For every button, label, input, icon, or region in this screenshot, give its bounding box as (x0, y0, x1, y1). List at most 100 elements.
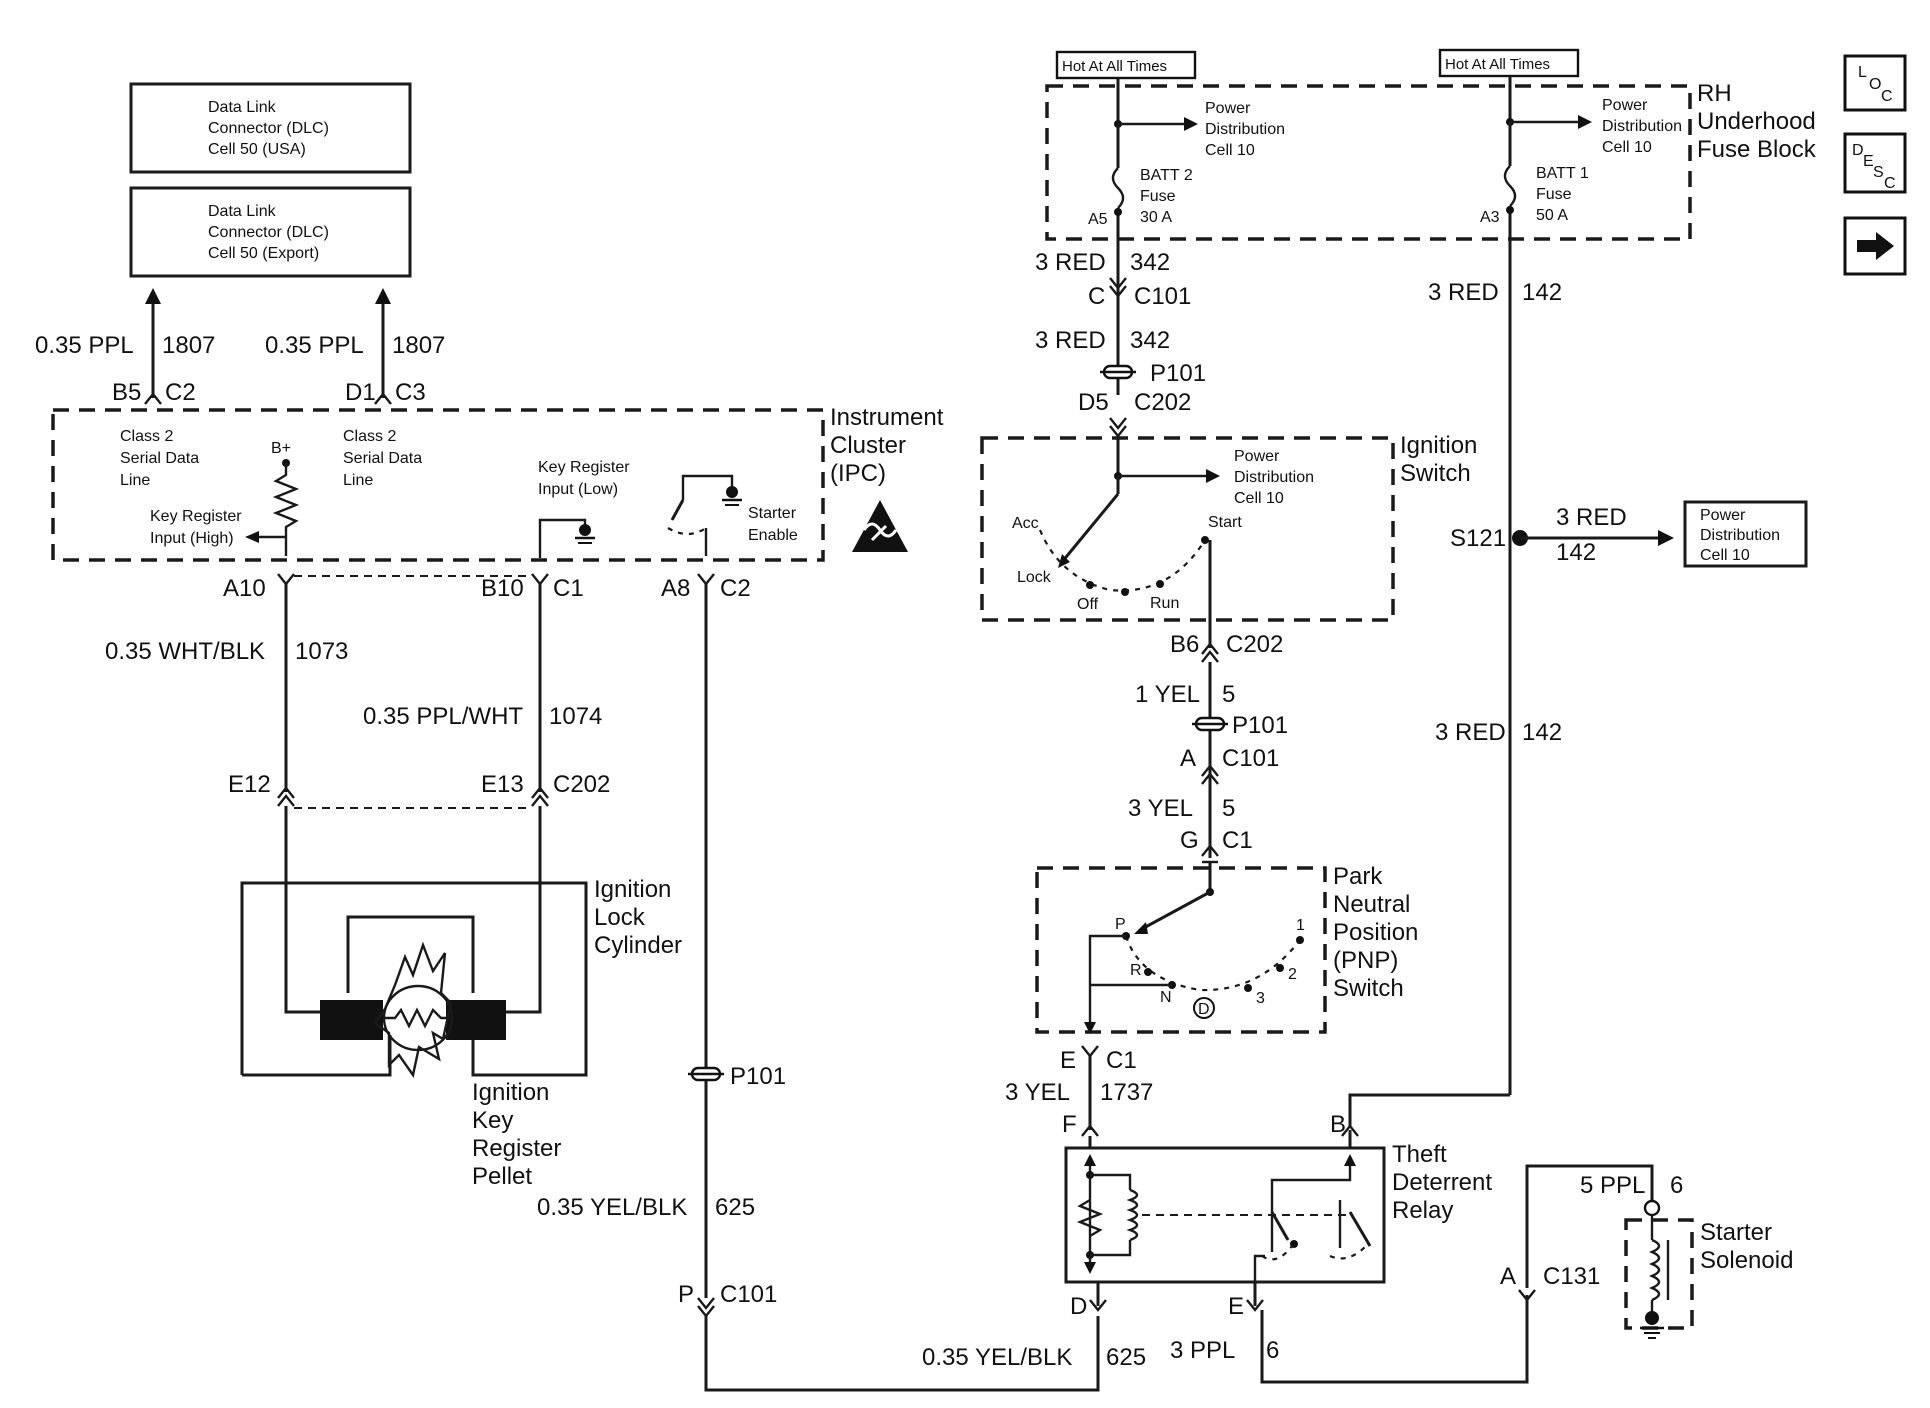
pnp-switch-arc (1124, 935, 1301, 992)
svg-text:Input (High): Input (High) (150, 530, 234, 547)
loc-button[interactable]: L O C (1843, 54, 1907, 112)
relay-out-e (1253, 1254, 1265, 1282)
relay-contact-icon (1270, 1211, 1290, 1241)
wire-342-num-a: 342 (1130, 249, 1170, 276)
pin-a-c131: A (1500, 1263, 1516, 1290)
arrow-up-icon (375, 288, 391, 304)
svg-text:Serial Data: Serial Data (343, 450, 422, 467)
junction-dot (1506, 206, 1514, 214)
svg-text:Key Register: Key Register (150, 508, 242, 525)
svg-text:Input (Low): Input (Low) (538, 481, 618, 498)
arrow-up-icon (1084, 1154, 1096, 1166)
dlc-usa-line2: Connector (DLC) (208, 120, 329, 137)
wire-1073-size: 0.35 WHT/BLK (105, 638, 265, 665)
hot-at-all-times-badge-left: Hot At All Times (1055, 50, 1197, 80)
pnp-switch-boundary (1035, 866, 1327, 1034)
fuse-block-label: RH Underhood Fuse Block (1697, 80, 1817, 163)
conn-c1-pnp: C1 (1222, 827, 1253, 854)
ignition-pellet-label: Ignition Key Register Pellet (472, 1079, 561, 1190)
batt2-fuse-label: BATT 2 Fuse 30 A (1140, 167, 1193, 226)
pnp-pos-3: 3 (1256, 990, 1265, 1007)
svg-text:Neutral: Neutral (1333, 891, 1410, 918)
wire-625-bottom (704, 1316, 1100, 1392)
conn-c101-left: C101 (720, 1281, 777, 1308)
switch-position-dot (1086, 581, 1094, 589)
pin-a: A (1180, 745, 1196, 772)
wire-5-size-b: 3 YEL (1128, 795, 1193, 822)
connector-chevron-icon (1201, 844, 1219, 857)
conn-c2-top: C2 (165, 379, 196, 406)
pos-start: Start (1208, 514, 1242, 531)
splice-pack-icon (1100, 364, 1136, 380)
power-dist-label-a: Power Distribution Cell 10 (1205, 100, 1285, 159)
connector-chevron-icon (1201, 650, 1219, 663)
wire-625-size: 0.35 YEL/BLK (537, 1194, 687, 1221)
svg-text:30 A: 30 A (1140, 209, 1172, 226)
wire-625-bottom-num: 625 (1106, 1344, 1146, 1371)
dlc-usa-box: Data Link Connector (DLC) Cell 50 (USA) (129, 82, 412, 174)
dlc-export-line2: Connector (DLC) (208, 224, 329, 241)
connector-chevron-icon (144, 392, 162, 405)
next-page-button[interactable] (1843, 216, 1907, 276)
starter-solenoid-label: Starter Solenoid (1700, 1219, 1793, 1274)
svg-text:Hot At All Times: Hot At All Times (1062, 58, 1167, 75)
wire-1807-usa-size: 0.35 PPL (35, 332, 134, 359)
ignition-lock-cylinder (240, 881, 588, 1078)
arrow-down-icon (1084, 1262, 1096, 1274)
arrow-icon (1134, 922, 1148, 934)
coil-return (1090, 1240, 1132, 1257)
svg-text:Cell 10: Cell 10 (1234, 490, 1284, 507)
connector-chevron-icon (277, 794, 295, 807)
svg-text:(PNP): (PNP) (1333, 947, 1398, 974)
power-dist-label-b: Power Distribution Cell 10 (1602, 97, 1682, 156)
pnp-pos-2: 2 (1288, 966, 1297, 983)
desc-button[interactable]: D E S C (1843, 132, 1907, 194)
relay-linkage-arc (1329, 1245, 1367, 1260)
wire-5-size-a: 1 YEL (1135, 681, 1200, 708)
svg-text:C: C (1884, 175, 1896, 192)
wire-1807-usa-num: 1807 (162, 332, 215, 359)
svg-text:Ignition: Ignition (1400, 432, 1477, 459)
pin-p: P (678, 1281, 694, 1308)
key-register-low-label: Key Register Input (Low) (538, 459, 630, 498)
svg-text:Register: Register (472, 1135, 561, 1162)
svg-text:Cylinder: Cylinder (594, 932, 682, 959)
wire-1074-size: 0.35 PPL/WHT (363, 703, 523, 730)
pin-a10: A10 (223, 575, 266, 602)
pin-e-relay: E (1228, 1293, 1244, 1320)
svg-text:Power: Power (1700, 507, 1746, 524)
svg-text:Line: Line (343, 472, 373, 489)
arrow-left-icon (245, 531, 259, 543)
wire-1737-size: 3 YEL (1005, 1079, 1070, 1106)
pnp-switch-label: Park Neutral Position (PNP) Switch (1333, 863, 1418, 1002)
wire-342-num-b: 342 (1130, 327, 1170, 354)
svg-text:Position: Position (1333, 919, 1418, 946)
connector-chevron-icon (277, 573, 295, 586)
ground-icon (1640, 1311, 1664, 1339)
p101-mid-label: P101 (1232, 712, 1288, 739)
svg-text:Starter: Starter (748, 505, 797, 522)
svg-text:BATT 2: BATT 2 (1140, 167, 1193, 184)
pnp-p-wire (1088, 934, 1126, 1028)
svg-text:Park: Park (1333, 863, 1383, 890)
svg-text:Cell 10: Cell 10 (1205, 142, 1255, 159)
pnp-pos-n: N (1160, 989, 1172, 1006)
dlc-export-line1: Data Link (208, 203, 277, 220)
pin-b: B (1330, 1111, 1346, 1138)
pin-a3: A3 (1480, 209, 1500, 226)
svg-text:E: E (1863, 153, 1874, 170)
svg-text:Hot At All Times: Hot At All Times (1445, 56, 1550, 73)
pin-a8: A8 (661, 575, 690, 602)
dlc-usa-line3: Cell 50 (USA) (208, 141, 306, 158)
svg-text:Ignition: Ignition (594, 876, 671, 903)
wire-1074-num: 1074 (549, 703, 602, 730)
svg-text:Relay: Relay (1392, 1197, 1453, 1224)
wire-342-size-a: 3 RED (1035, 249, 1106, 276)
dlc-export-line3: Cell 50 (Export) (208, 245, 319, 262)
connector-chevron-icon (697, 573, 715, 586)
conn-c131: C131 (1543, 1263, 1600, 1290)
theft-deterrent-relay-box (1064, 1146, 1386, 1284)
svg-text:Class 2: Class 2 (343, 428, 396, 445)
svg-text:D: D (1852, 142, 1864, 159)
